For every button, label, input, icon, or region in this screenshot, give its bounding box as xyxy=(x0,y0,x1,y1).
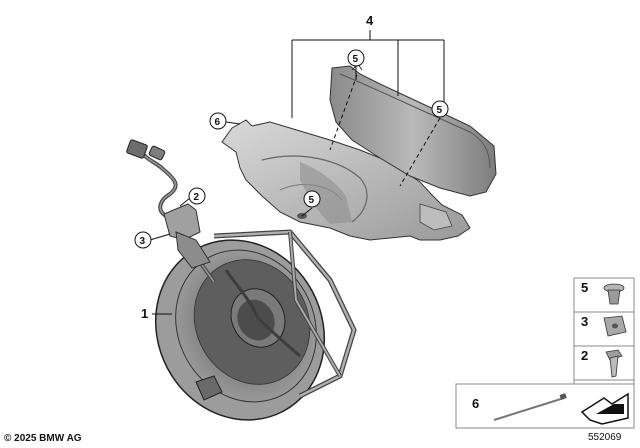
heat-reflector-plate xyxy=(329,63,497,197)
clip-rivet-icon xyxy=(603,283,625,305)
diagram-id: 552069 xyxy=(588,432,622,443)
spring-nut-icon xyxy=(603,315,627,337)
legend-label-3: 3 xyxy=(581,314,588,329)
leader-lines xyxy=(149,30,445,315)
callout-1: 1 xyxy=(141,306,148,321)
legend-label-2: 2 xyxy=(581,348,588,363)
callout-5-circle-lower xyxy=(303,190,321,208)
callout-3-circle xyxy=(134,231,152,249)
callout-3: 3 xyxy=(140,236,146,247)
fastener-legend: 5 3 2 6 xyxy=(455,277,635,429)
callout-6-circle xyxy=(209,112,227,130)
cable-tie-icon xyxy=(493,393,567,421)
callout-2: 2 xyxy=(194,192,200,203)
callout-5-lower: 5 xyxy=(309,195,315,206)
electric-fan-assembly xyxy=(154,229,357,421)
callout-6: 6 xyxy=(215,117,221,128)
callout-5-circle-top xyxy=(347,49,365,67)
legend-label-5: 5 xyxy=(581,280,588,295)
copyright-notice: © 2025 BMW AG xyxy=(4,433,82,444)
leader-4-bracket xyxy=(291,39,445,118)
callout-5-right: 5 xyxy=(437,105,443,116)
wiring-harness xyxy=(126,139,216,284)
callout-2-circle xyxy=(188,187,206,205)
callouts: 4 5 5 5 6 2 3 1 xyxy=(134,13,449,321)
legend-label-6: 6 xyxy=(472,396,479,411)
callout-5-circle-right xyxy=(431,100,449,118)
heat-shield-bracket xyxy=(221,119,471,241)
hex-screw-icon xyxy=(605,349,623,378)
direction-arrow-icon xyxy=(580,392,629,425)
callout-5-top: 5 xyxy=(353,54,359,65)
callout-4: 4 xyxy=(366,13,374,28)
